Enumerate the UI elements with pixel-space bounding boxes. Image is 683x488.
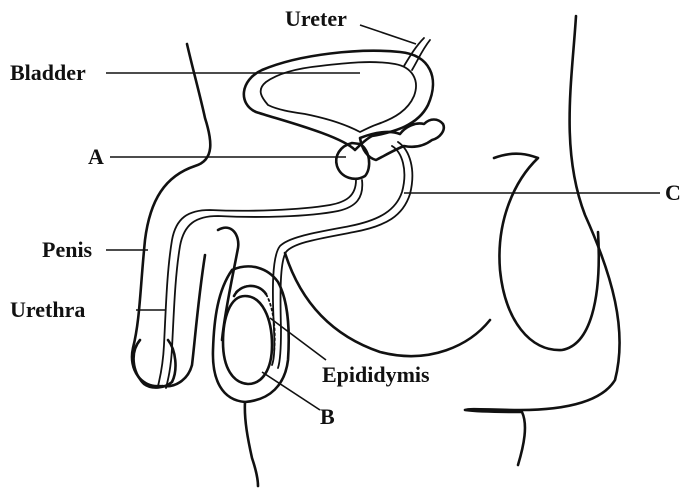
label-penis: Penis (42, 237, 93, 262)
label-b: B (320, 404, 335, 429)
label-urethra: Urethra (10, 297, 85, 322)
thigh-outline (285, 253, 490, 356)
back-outline (465, 16, 620, 465)
label-c: C (665, 180, 681, 205)
abdomen-outline (132, 44, 210, 386)
label-epididymis: Epididymis (322, 362, 430, 387)
leader-ureter (360, 25, 416, 44)
leader-b (262, 372, 320, 410)
leader-epididymis (270, 318, 326, 360)
label-a: A (88, 144, 104, 169)
label-bladder: Bladder (10, 60, 86, 85)
leg-outline (245, 402, 258, 486)
urethra (158, 180, 356, 386)
testis (223, 296, 272, 384)
epididymis-cap (234, 286, 266, 296)
buttock-outline (494, 154, 599, 350)
label-ureter: Ureter (285, 6, 347, 31)
glans (134, 340, 176, 388)
vas-deferens (272, 146, 404, 365)
